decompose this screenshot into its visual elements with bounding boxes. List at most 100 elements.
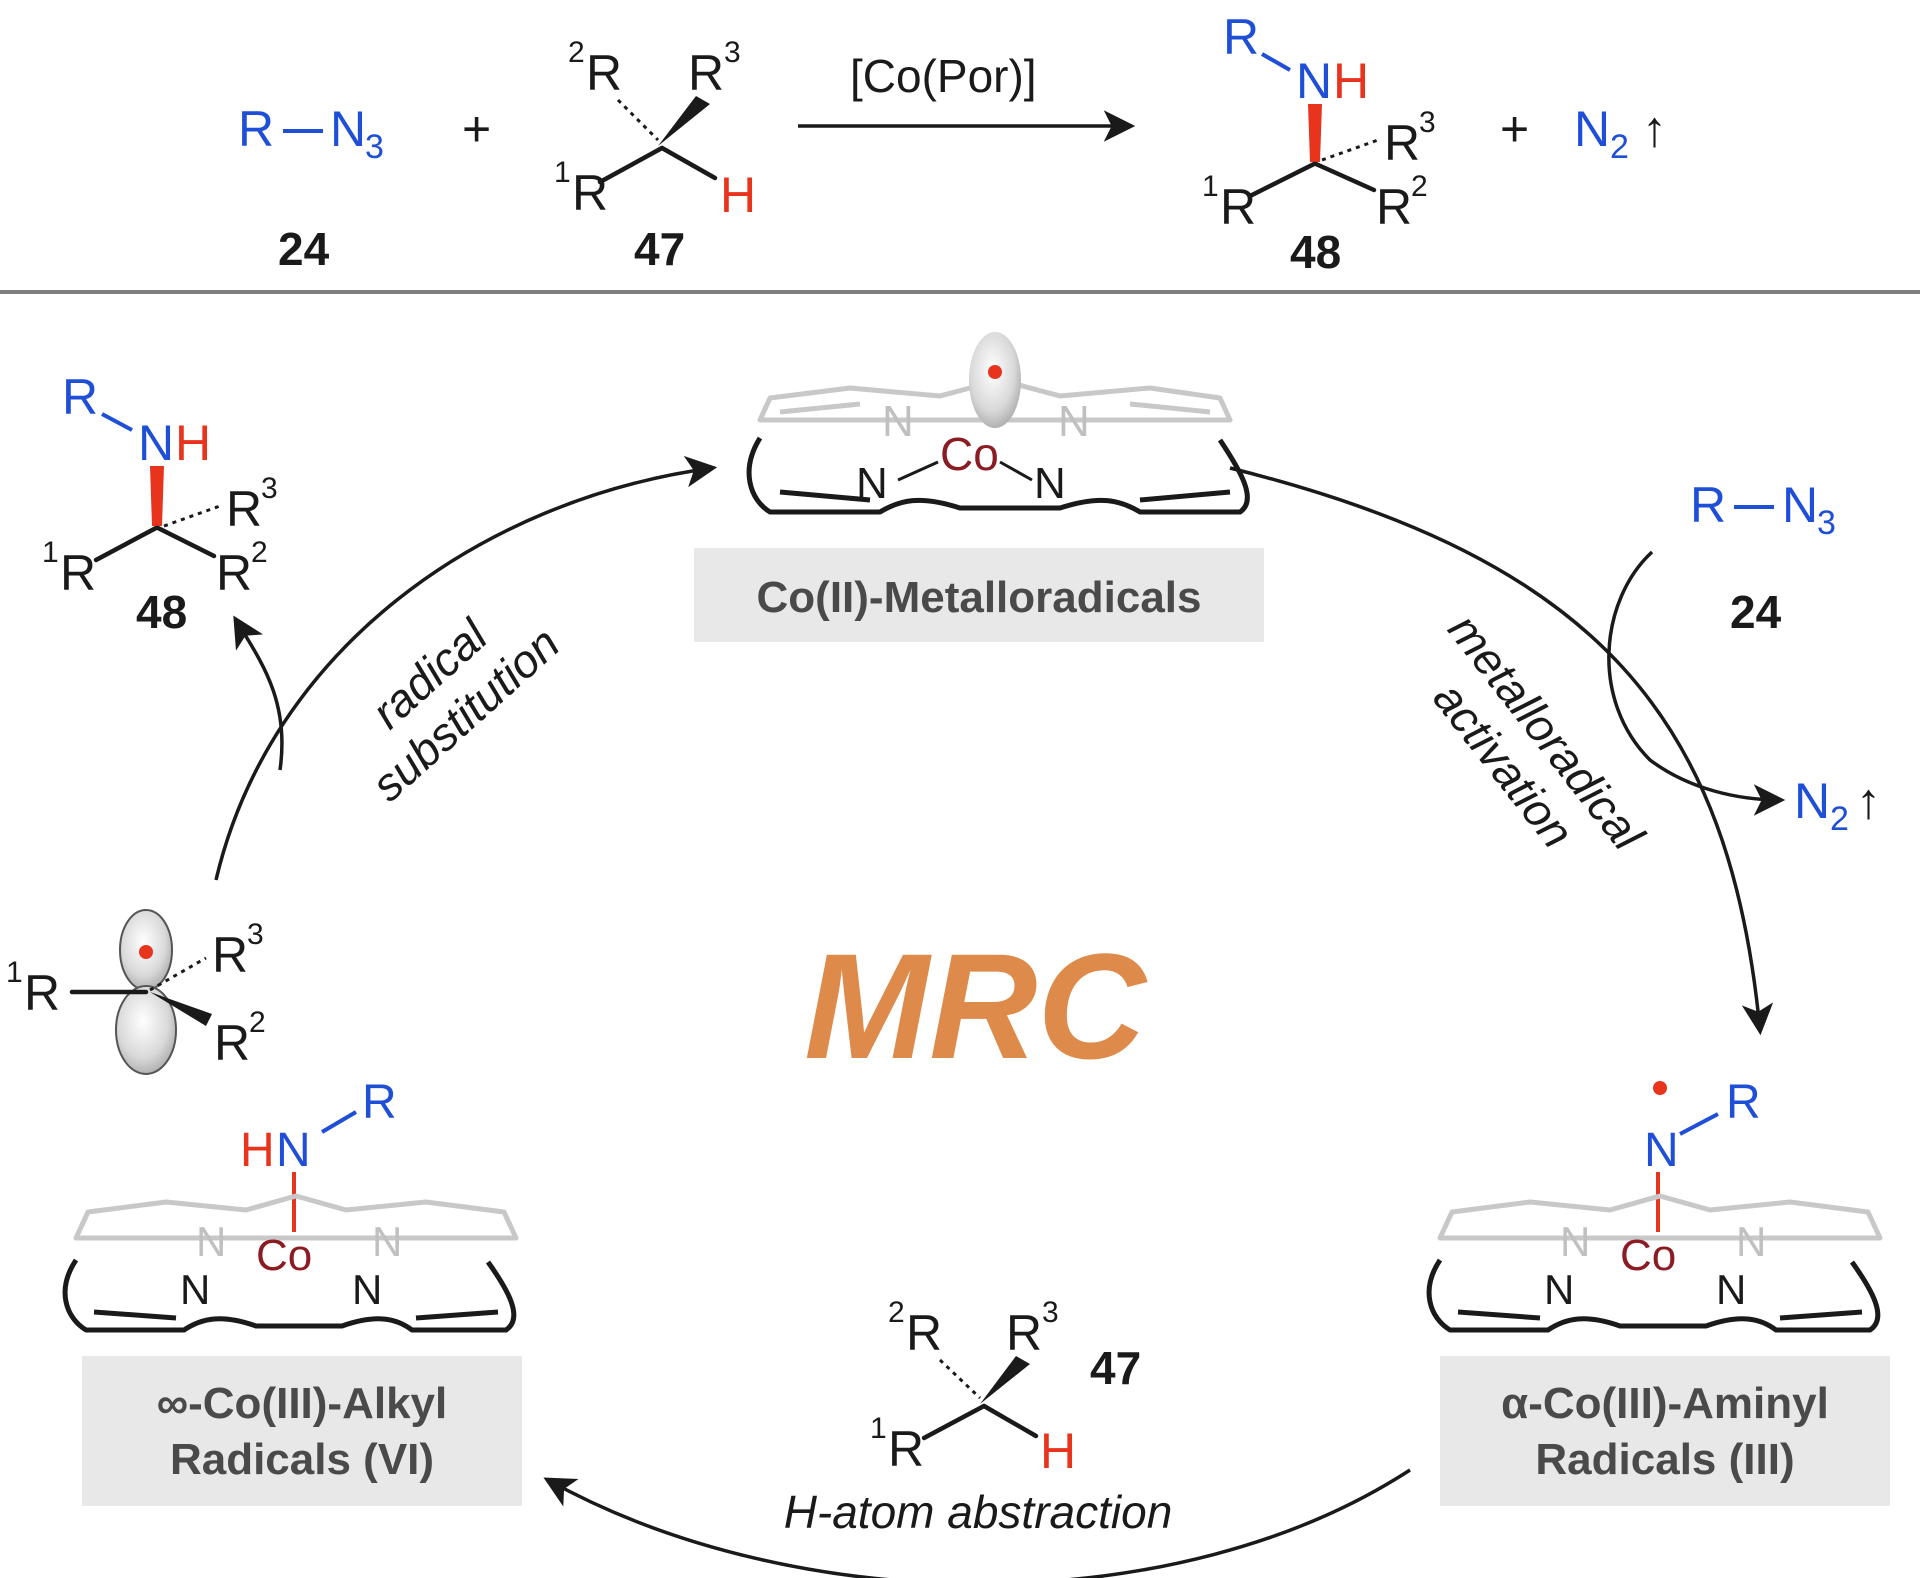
sub-r2: R [586,45,622,101]
carbon-radical-dot [139,945,153,959]
n2-gas-arrow: ↑ [1642,101,1667,157]
si-hash-bond [938,1358,982,1400]
alkyl-porphyrin-inner [93,1309,499,1321]
hash-bond [616,98,660,142]
n2-subscript: 2 [1610,128,1629,166]
nh-r-bond [320,1110,358,1134]
bond-h [659,145,718,181]
po-r: R [62,369,98,425]
alkyl-porphyrin-back [73,1193,519,1241]
n-front-right: N [1034,459,1066,508]
porphyrin-alkyl: H N R N N Co N N [62,1076,519,1333]
prod-r2-sup: 2 [1411,170,1428,203]
po-red-bond [150,466,164,526]
sub-r1-sup: 1 [554,156,571,189]
label-alkyl-line2: Radicals (VI) [170,1435,434,1484]
po-r3-sup: 3 [261,472,278,505]
aminyl-porphyrin-front [1426,1258,1881,1333]
mrc-title: MRC [804,922,1148,1090]
co-dz2-orbital [969,332,1021,428]
nitrogen-byproduct: N 2 ↑ [1574,101,1667,166]
ri-r1: R [24,965,60,1021]
po-r1-sup: 1 [42,536,59,569]
prod-r1: R [1220,179,1256,235]
po-r2-sup: 2 [251,536,268,569]
carbon-radical-intermediate: 1 R R 3 R 2 [6,909,266,1075]
compound-number-48: 48 [1290,226,1341,278]
aminyl-porphyrin-back [1437,1193,1883,1241]
plus-sign: + [462,101,491,157]
si-number: 47 [1090,1342,1141,1394]
prod-r1-sup: 1 [1202,170,1219,203]
prod-n: N [1296,53,1332,109]
label-aminyl-line2: Radicals (III) [1535,1435,1794,1484]
compound-number-24: 24 [278,223,330,275]
plus-sign-2: + [1500,101,1529,157]
azide-in-r: R [1690,477,1726,533]
sub-r3: R [688,45,724,101]
compound-number-47: 47 [634,223,685,275]
amine-product: R N H R 3 1 R R 2 48 [1202,9,1436,278]
aminyl-radical-dot [1653,1081,1667,1095]
aminyl-n-back-left: N [1560,1218,1590,1265]
si-r3: R [1006,1305,1042,1361]
aminyl-n-back-right: N [1736,1218,1766,1265]
aminyl-co: Co [1620,1231,1676,1280]
si-r1: R [888,1421,924,1477]
product-output: R N H R 3 1 R R 2 48 [42,369,278,638]
n-front-left: N [856,459,888,508]
step-h-atom-abstraction: H-atom abstraction [784,1486,1173,1538]
si-r1-sup: 1 [870,1412,887,1445]
po-bond-r1 [93,525,159,563]
prod-r3: R [1384,115,1420,171]
step-metalloradical-activation: metalloradical activation [1423,604,1655,861]
porphyrin-front-inner [779,489,1231,503]
prod-bond-r1 [1247,161,1317,199]
radical-p-orbital-bottom [115,985,177,1075]
alkyl-n-back-right: N [372,1218,402,1265]
co-radical-dot [988,365,1002,379]
ri-r3-sup: 3 [247,918,264,951]
aminyl-nr-bond [1679,1112,1719,1136]
po-number: 48 [136,586,187,638]
ri-r3: R [212,927,248,983]
si-wedge-bond [980,1356,1030,1404]
co-n-bond-right [999,460,1033,482]
co-center: Co [940,428,999,480]
po-n: N [138,415,174,471]
ri-r1-sup: 1 [6,956,23,989]
aminyl-n-front-right: N [1716,1266,1746,1313]
substrate-reactant: 2 R R 3 1 R H 47 [554,36,756,275]
po-hash-bond [163,504,221,528]
wedge-bond [658,96,710,146]
arrow-radical-substitution [214,455,718,881]
label-box-co-ii [694,548,1264,642]
ri-r2-sup: 2 [249,1006,266,1039]
porphyrin-back-inner [779,401,1211,415]
azide-in-number: 24 [1730,586,1782,638]
prod-r3-sup: 3 [1419,106,1436,139]
aminyl-r: R [1726,1076,1761,1129]
nh-h: H [240,1124,275,1177]
sub-h: H [720,167,756,223]
nh-r: R [362,1076,397,1129]
label-box-aminyl [1440,1356,1890,1506]
si-r2-sup: 2 [888,1296,905,1329]
label-co-ii-metalloradicals: Co(II)-Metalloradicals [757,573,1202,622]
n-back-right: N [1058,397,1090,446]
ri-hash-bond [149,956,207,992]
alkyl-n-front-right: N [352,1266,382,1313]
po-r2: R [216,545,252,601]
po-bond-r2 [155,525,217,559]
catalyst-label: [Co(Por)] [850,50,1037,102]
po-rn-bond [101,412,133,432]
arrow-h-atom-abstraction [543,1468,1411,1578]
prod-h: H [1333,53,1369,109]
step-radical-substitution: radical substitution [361,608,569,811]
aminyl-n-front-left: N [1544,1266,1574,1313]
azide-reactant: R N 3 24 [238,101,384,275]
alkyl-n-front-left: N [180,1266,210,1313]
ri-r2: R [214,1015,250,1071]
n2-out-arrow: ↑ [1856,773,1881,829]
